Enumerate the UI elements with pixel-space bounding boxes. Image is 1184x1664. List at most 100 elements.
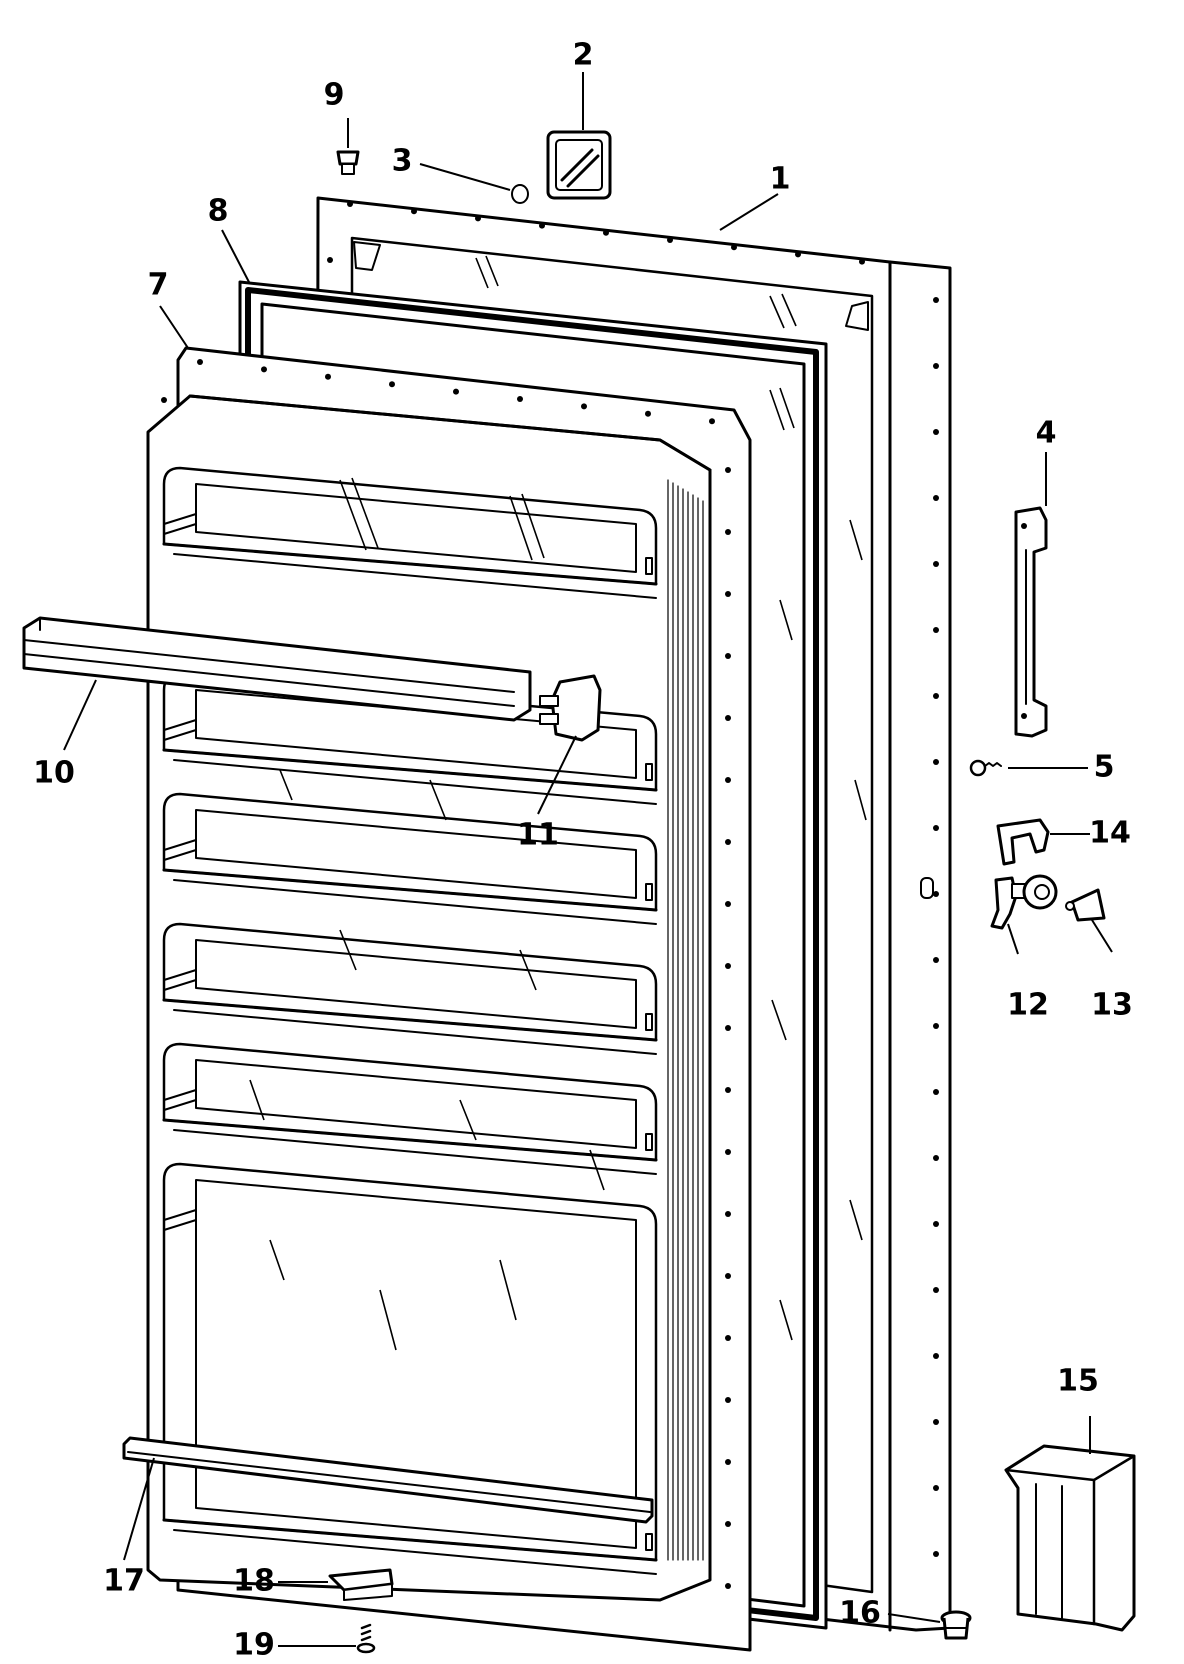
- rivet-dot: [795, 251, 801, 258]
- hinge-plate: [328, 1568, 394, 1601]
- rivet-dot: [731, 244, 737, 251]
- rivet-dot: [725, 715, 731, 721]
- rivet-dot: [725, 467, 731, 473]
- hinge-cover: [1004, 1444, 1136, 1632]
- rivet-dot: [933, 429, 939, 435]
- callout-17: 17: [103, 1564, 145, 1599]
- bumper-plug: [940, 1610, 972, 1640]
- rivet-dot: [933, 693, 939, 699]
- callout-13: 13: [1091, 988, 1133, 1023]
- rivet-dot: [933, 1485, 939, 1491]
- rivet-dot: [933, 1353, 939, 1359]
- callout-8: 8: [208, 194, 229, 229]
- rivet-dot: [933, 957, 939, 963]
- glass-hatch-gasket: [769, 387, 795, 1341]
- rivet-dot: [725, 1211, 731, 1217]
- callout-4: 4: [1036, 416, 1057, 451]
- rivet-dot: [933, 825, 939, 831]
- rivet-dot: [725, 1521, 731, 1527]
- rivet-dot: [933, 495, 939, 501]
- leader-lines: [63, 72, 1113, 1647]
- liner-shelf: [162, 922, 658, 1055]
- rivet-dot: [725, 1459, 731, 1465]
- hinge-screw: [356, 1623, 376, 1654]
- rivet-dot: [933, 561, 939, 567]
- rivet-dot: [725, 529, 731, 535]
- shelf-rail: [22, 616, 532, 722]
- rivet-dot: [603, 229, 609, 236]
- rivet-dot: [933, 363, 939, 369]
- rivet-dot: [725, 1273, 731, 1279]
- rivet-dot: [725, 1087, 731, 1093]
- rivet-dot: [725, 839, 731, 845]
- rivet-dot: [725, 1335, 731, 1341]
- rivet-dot: [933, 891, 939, 897]
- callout-1: 1: [770, 162, 791, 197]
- rivet-dot: [933, 1551, 939, 1557]
- callout-10: 10: [33, 756, 75, 791]
- rivet-dot: [197, 359, 203, 365]
- rivet-dot: [933, 1287, 939, 1293]
- glass-hatch-panel-1: [475, 255, 867, 1241]
- callout-14: 14: [1089, 816, 1131, 851]
- rivet-dot: [667, 237, 673, 243]
- rivet-dot: [725, 591, 731, 597]
- rivet-dot: [539, 222, 545, 229]
- callout-11: 11: [517, 818, 559, 853]
- liner-shelf: [162, 792, 658, 925]
- rivet-dot: [725, 1025, 731, 1031]
- rivet-dot: [725, 1397, 731, 1403]
- liner-shelf: [162, 1042, 658, 1175]
- callout-18: 18: [233, 1564, 275, 1599]
- callout-19: 19: [233, 1628, 275, 1663]
- rivet-dot: [581, 403, 587, 410]
- rivet-dot: [725, 963, 731, 969]
- rivet-dot: [933, 627, 939, 633]
- latch-knob: [990, 874, 1058, 930]
- rivet-dot: [933, 1089, 939, 1095]
- rivet-dot: [933, 1023, 939, 1029]
- callout-7: 7: [148, 268, 169, 303]
- rivet-dot: [933, 1419, 939, 1425]
- rivet-dot: [933, 1155, 939, 1161]
- handle-bracket: [546, 130, 612, 200]
- callout-16: 16: [839, 1596, 881, 1631]
- rivet-dot: [517, 396, 523, 402]
- rail-end-cap: [539, 674, 602, 742]
- rivet-dot: [709, 418, 715, 425]
- rivet-dot: [725, 901, 731, 907]
- callout-9: 9: [324, 78, 345, 113]
- rivet-dot: [859, 258, 865, 265]
- rivet-dot: [325, 373, 331, 380]
- bottom-trim-strip: [122, 1436, 654, 1524]
- liner-shelf: [162, 466, 658, 599]
- strike-wedge: [1065, 888, 1106, 922]
- strike-clip: [996, 818, 1050, 866]
- rivet-dot: [453, 388, 459, 395]
- rivet-dot: [389, 381, 395, 388]
- callout-15: 15: [1057, 1364, 1099, 1399]
- callout-12: 12: [1007, 988, 1049, 1023]
- glass-hatch-liner: [249, 477, 605, 1351]
- rivet-dot: [725, 1149, 731, 1155]
- rivet-dot: [725, 653, 731, 659]
- callout-5: 5: [1094, 750, 1115, 785]
- plug-button: [336, 150, 360, 175]
- rivet-dot: [347, 201, 353, 207]
- door-handle: [1014, 506, 1048, 738]
- rivet-dot: [161, 397, 167, 403]
- rivet-dot: [645, 410, 651, 417]
- rivet-dot: [725, 777, 731, 783]
- rivet-dot: [327, 257, 333, 263]
- callout-3: 3: [392, 144, 413, 179]
- rivet-dot: [475, 215, 481, 222]
- rivet-dot: [933, 759, 939, 765]
- callout-labels: 1 2 3 4 5 7 8 9 10 11 12 13 14 15 16 17 …: [33, 38, 1133, 1663]
- rivet-dot: [933, 1221, 939, 1227]
- rivet-dot: [725, 1583, 731, 1589]
- liner-shelf: [162, 1162, 658, 1575]
- rivet-dot: [933, 297, 939, 303]
- rivet-dot: [261, 366, 267, 373]
- rivet-dot: [411, 208, 417, 215]
